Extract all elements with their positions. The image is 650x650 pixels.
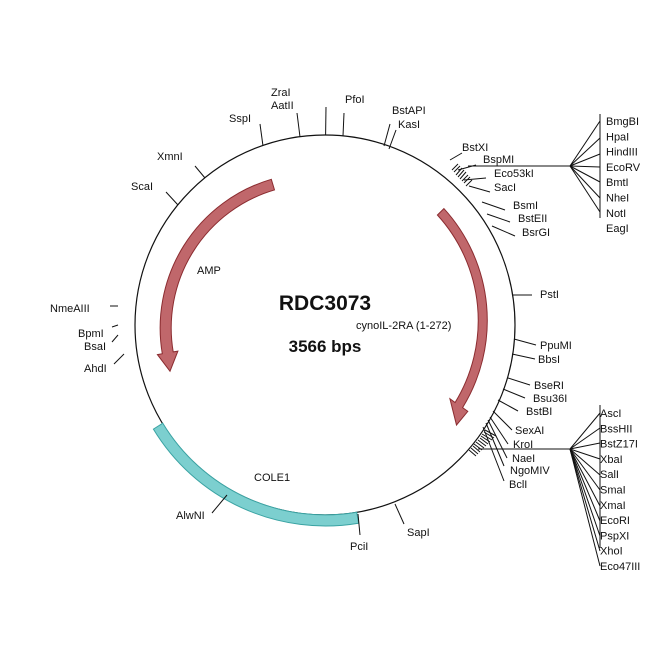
site-label-zrai: ZraI	[271, 87, 291, 99]
plasmid-name: RDC3073	[279, 292, 371, 315]
site-label-kroi: KroI	[513, 439, 533, 451]
site-label-sexai: SexAI	[515, 425, 544, 437]
bottom-cluster-labels: AscI BssHII BstZ17I XbaI SalI SmaI XmaI EcoRI Ps…	[600, 408, 640, 573]
site-label-pcii: PciI	[350, 541, 368, 553]
site-label-bsteii: BstEII	[518, 213, 547, 225]
plasmid-size: 3566 bps	[289, 337, 362, 356]
site-label-psti: PstI	[540, 289, 559, 301]
cluster-site-label: BstZ17I	[600, 439, 638, 451]
cluster-site-label: XmaI	[600, 500, 626, 512]
top-cluster-labels: BmgBI HpaI HindIII EcoRV BmtI NheI NotI EagI	[606, 116, 641, 235]
site-label-eco53ki: Eco53kI	[494, 168, 534, 180]
site-label-bsai: BsaI	[84, 341, 106, 353]
cluster-site-label: EcoRV	[606, 162, 641, 174]
cluster-site-label: BmgBI	[606, 116, 639, 128]
site-label-bspmi: BspMI	[483, 154, 514, 166]
site-label-aatii: AatII	[271, 100, 294, 112]
site-label-bsrgi: BsrGI	[522, 227, 550, 239]
site-label-bbsi: BbsI	[538, 354, 560, 366]
site-label-pfoi: PfoI	[345, 94, 365, 106]
cluster-site-label: HindIII	[606, 147, 638, 159]
cluster-site-label: BssHII	[600, 423, 632, 435]
cluster-site-label: HpaI	[606, 131, 629, 143]
insert-feature-arrow	[436, 207, 488, 427]
site-label-bsmi: BsmI	[513, 200, 538, 212]
top-cluster-ticks	[451, 120, 601, 213]
bottom-cluster-ticks	[468, 412, 601, 567]
cole1-feature-arc	[152, 422, 360, 527]
site-label-bseri: BseRI	[534, 380, 564, 392]
site-label-naei: NaeI	[512, 453, 535, 465]
site-label-bstxi: BstXI	[462, 142, 488, 154]
site-label-scai: ScaI	[131, 181, 153, 193]
plasmid-backbone	[134, 134, 516, 516]
cluster-site-label: XhoI	[600, 546, 623, 558]
site-label-saci: SacI	[494, 182, 516, 194]
cluster-site-label: NotI	[606, 208, 626, 220]
site-label-ahdi: AhdI	[84, 363, 107, 375]
cluster-site-label: SmaI	[600, 485, 626, 497]
cluster-site-label: EagI	[606, 223, 629, 235]
site-label-sapi: SapI	[407, 527, 430, 539]
site-label-bstapi: BstAPI	[392, 105, 426, 117]
site-label-kasi: KasI	[398, 119, 420, 131]
site-label-xmni: XmnI	[157, 151, 183, 163]
insert-label: cynoIL-2RA (1-272)	[356, 320, 451, 332]
cluster-site-label: BmtI	[606, 177, 629, 189]
amp-feature-arrow	[156, 178, 276, 373]
site-label-sspi: SspI	[229, 113, 251, 125]
site-label-bsu36i: Bsu36I	[533, 393, 567, 405]
cluster-site-label: Eco47III	[600, 561, 640, 573]
cole1-label: COLE1	[254, 472, 290, 484]
cluster-site-label: EcoRI	[600, 515, 630, 527]
cluster-site-label: SalI	[600, 469, 619, 481]
cluster-site-label: AscI	[600, 408, 621, 420]
site-label-alwni: AlwNI	[176, 510, 205, 522]
site-label-nmeaiii: NmeAIII	[50, 303, 90, 315]
site-label-ngomiv: NgoMIV	[510, 465, 550, 477]
cluster-site-label: NheI	[606, 193, 629, 205]
site-label-bstbi: BstBI	[526, 406, 552, 418]
site-label-bcli: BclI	[509, 479, 527, 491]
site-label-bpmi: BpmI	[78, 328, 104, 340]
cluster-site-label: XbaI	[600, 454, 623, 466]
amp-label: AMP	[197, 265, 221, 277]
cluster-site-label: PspXI	[600, 530, 629, 542]
site-ticks	[110, 106, 537, 536]
site-label-ppumi: PpuMI	[540, 340, 572, 352]
